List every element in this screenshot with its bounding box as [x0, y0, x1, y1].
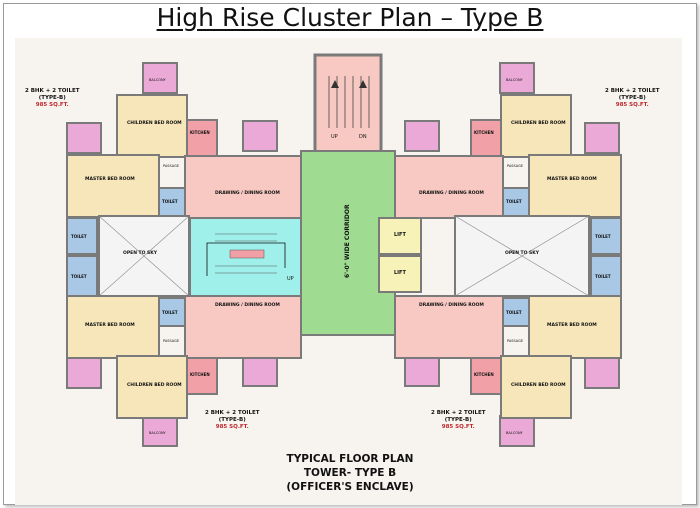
unit-bhk: 2 BHK + 2 TOILET [431, 410, 486, 416]
toilet-right-lower [502, 297, 530, 327]
unit-type: (TYPE-B) [218, 417, 246, 423]
toilet-right-upper-label: TOILET [506, 199, 522, 204]
lift-2 [378, 255, 422, 293]
drawing-left-upper [184, 155, 302, 219]
caption-line-3: (OFFICER'S ENCLAVE) [286, 481, 414, 493]
toilet-left-lower [158, 297, 186, 327]
top-stair-up: UP [331, 134, 338, 140]
toilet-left-lower-label: TOILET [162, 310, 178, 315]
balcony-right-side-upper [584, 122, 620, 154]
unit-type: (TYPE-B) [618, 95, 646, 101]
unit-area: 985 SQ.FT. [215, 424, 249, 430]
toilet-right-side-2-label: TOILET [595, 274, 611, 279]
caption-line-1: TYPICAL FLOOR PLAN [286, 453, 414, 465]
kitchen-right-upper-label: KITCHEN [474, 130, 494, 135]
kitchen-right-lower-label: KITCHEN [474, 372, 494, 377]
drawing-left-lower-label: DRAWING / DINING ROOM [215, 302, 280, 308]
toilet-left-upper-label: TOILET [162, 199, 178, 204]
balcony-right-lower-mid [404, 355, 440, 387]
master-bed-right-upper-label: MASTER BED ROOM [547, 176, 597, 182]
passage-left-lower-label: PASSAGE [163, 339, 179, 343]
unit-label-top-right: 2 BHK + 2 TOILET (TYPE-B) 985 SQ.FT. [605, 88, 659, 109]
unit-area: 985 SQ.FT. [441, 424, 475, 430]
master-bed-left-lower-label: MASTER BED ROOM [85, 322, 135, 328]
toilet-left-side-1 [66, 217, 98, 255]
drawing-right-lower-label: DRAWING / DINING ROOM [419, 302, 484, 308]
kitchen-right-upper [470, 119, 502, 157]
balcony-left-bottom [142, 415, 178, 447]
unit-bhk: 2 BHK + 2 TOILET [605, 88, 660, 94]
children-bed-left-lower [116, 355, 188, 419]
children-bed-left-upper-label: CHILDREN BED ROOM [127, 120, 182, 126]
toilet-left-side-1-label: TOILET [71, 234, 87, 239]
kitchen-left-lower [186, 357, 218, 395]
passage-right-upper-label: PASSAGE [507, 164, 523, 168]
master-bed-left-lower [66, 295, 160, 359]
drawing-left-lower [184, 295, 302, 359]
kitchen-left-upper [186, 119, 218, 157]
unit-label-bottom-right: 2 BHK + 2 TOILET (TYPE-B) 985 SQ.FT. [431, 410, 485, 431]
balcony-left-top [142, 62, 178, 94]
balcony-right-side-lower [584, 357, 620, 389]
balcony-label-left-bottom: BALCONY [149, 431, 167, 435]
balcony-right-upper-mid [404, 120, 440, 152]
toilet-right-lower-label: TOILET [506, 310, 522, 315]
unit-type: (TYPE-B) [38, 95, 66, 101]
open-sky-right-label: OPEN TO SKY [505, 250, 540, 256]
kitchen-left-upper-label: KITCHEN [190, 130, 210, 135]
balcony-left-lower-mid [242, 355, 278, 387]
lift-1-label: LIFT [394, 232, 406, 238]
passage-left-upper-label: PASSAGE [163, 164, 179, 168]
master-bed-right-upper [528, 154, 622, 218]
unit-label-bottom-left: 2 BHK + 2 TOILET (TYPE-B) 985 SQ.FT. [205, 410, 259, 431]
toilet-right-side-2 [590, 255, 622, 297]
plan-caption: TYPICAL FLOOR PLAN TOWER- TYPE B (OFFICE… [230, 452, 470, 494]
balcony-label-right-bottom: BALCONY [506, 431, 524, 435]
floor-plan-drawing: UP DN 6'-0" WIDE CORRIDOR UP LIFT LIFT C… [66, 53, 622, 447]
balcony-label-right-top: BALCONY [506, 78, 524, 82]
unit-type: (TYPE-B) [444, 417, 472, 423]
open-sky-left-label: OPEN TO SKY [123, 250, 158, 256]
children-bed-right-upper-label: CHILDREN BED ROOM [511, 120, 566, 126]
page-title: High Rise Cluster Plan – Type B [156, 3, 544, 32]
corridor-label: 6'-0" WIDE CORRIDOR [344, 204, 351, 278]
floor-plan: UP DN 6'-0" WIDE CORRIDOR UP LIFT LIFT C… [15, 38, 682, 505]
unit-label-top-left: 2 BHK + 2 TOILET (TYPE-B) 985 SQ.FT. [25, 88, 79, 109]
lift-2-label: LIFT [394, 270, 406, 276]
children-bed-right-upper [500, 94, 572, 158]
children-bed-left-upper [116, 94, 188, 158]
lift-1 [378, 217, 422, 255]
drawing-right-upper [394, 155, 504, 219]
master-bed-left-upper [66, 154, 160, 218]
balcony-left-upper-mid [242, 120, 278, 152]
passage-right-lower-label: PASSAGE [507, 339, 523, 343]
master-bed-left-upper-label: MASTER BED ROOM [85, 176, 135, 182]
caption-line-2: TOWER- TYPE B [303, 467, 397, 479]
toilet-left-upper [158, 187, 186, 217]
unit-area: 985 SQ.FT. [615, 102, 649, 108]
unit-area: 985 SQ.FT. [35, 102, 69, 108]
kitchen-right-lower [470, 357, 502, 395]
children-bed-left-lower-label: CHILDREN BED ROOM [127, 382, 182, 388]
toilet-left-side-2-label: TOILET [71, 274, 87, 279]
middle-stair-up: UP [287, 276, 294, 282]
master-bed-right-lower-label: MASTER BED ROOM [547, 322, 597, 328]
drawing-right-upper-label: DRAWING / DINING ROOM [419, 190, 484, 196]
stair-landing [229, 249, 265, 259]
balcony-right-top [499, 62, 535, 94]
toilet-right-side-1-label: TOILET [595, 234, 611, 239]
unit-bhk: 2 BHK + 2 TOILET [205, 410, 260, 416]
toilet-right-side-1 [590, 217, 622, 255]
top-stair-dn: DN [359, 134, 367, 140]
kitchen-left-lower-label: KITCHEN [190, 372, 210, 377]
drawing-left-upper-label: DRAWING / DINING ROOM [215, 190, 280, 196]
children-bed-right-lower [500, 355, 572, 419]
children-bed-right-lower-label: CHILDREN BED ROOM [511, 382, 566, 388]
balcony-left-side-upper [66, 122, 102, 154]
balcony-right-bottom [499, 415, 535, 447]
balcony-left-side-lower [66, 357, 102, 389]
balcony-label-left-top: BALCONY [149, 78, 167, 82]
unit-bhk: 2 BHK + 2 TOILET [25, 88, 80, 94]
